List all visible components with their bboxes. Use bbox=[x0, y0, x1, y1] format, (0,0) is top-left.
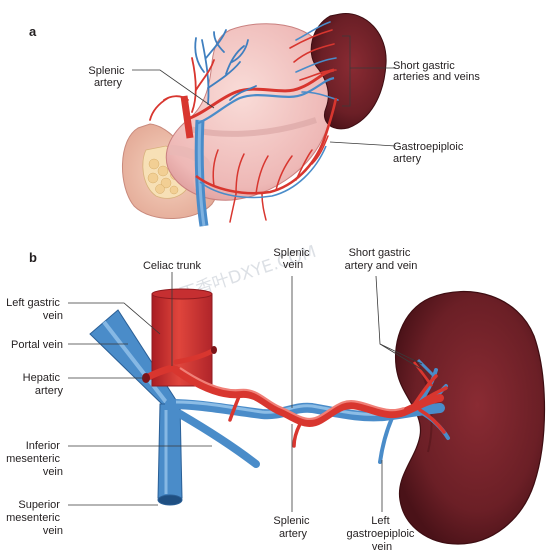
aorta-top bbox=[151, 288, 213, 300]
label-splenic-artery-a: Splenic artery bbox=[88, 65, 127, 89]
panel-b-letter: b bbox=[29, 250, 37, 265]
splenic-artery-b-highlight bbox=[179, 367, 405, 421]
label-left-gastroepiploic-vein: Left gastroepiploic vein bbox=[347, 515, 418, 553]
label-inferior-mesenteric-vein: Inferior mesenteric vein bbox=[6, 440, 63, 478]
leader-left-gastric-vein bbox=[68, 302, 161, 335]
gastroepiploic-artery-a bbox=[195, 97, 338, 195]
splenic-vein-a bbox=[195, 76, 335, 126]
spleen-b bbox=[394, 290, 546, 545]
panel-a: a bbox=[29, 13, 480, 227]
panel-b: b 丁香叶DXYE.COM bbox=[6, 242, 546, 553]
label-superior-mesenteric-vein: Superior mesenteric vein bbox=[6, 499, 63, 537]
label-celiac-trunk: Celiac trunk bbox=[143, 260, 202, 272]
inferior-mesenteric-vein-b bbox=[176, 410, 260, 468]
gastric-arteries-a bbox=[149, 57, 215, 121]
leader-short-gastric-bracket bbox=[342, 35, 351, 107]
splenic-artery-a bbox=[189, 68, 335, 120]
hepatic-artery-lumen bbox=[142, 373, 150, 383]
gastroepiploic-branches-a bbox=[212, 135, 329, 223]
spleen-a bbox=[310, 13, 387, 130]
label-splenic-vein-b: Splenic vein bbox=[273, 247, 312, 271]
label-short-gastric-b: Short gastric artery and vein bbox=[345, 247, 418, 272]
gastroepiploic-vein-a bbox=[199, 145, 327, 199]
leader-short-gastric-b-2 bbox=[379, 343, 423, 365]
gastric-veins-a bbox=[194, 29, 257, 105]
splenic-artery-branches-b bbox=[228, 374, 448, 448]
label-splenic-artery-b: Splenic artery bbox=[273, 515, 312, 540]
panel-a-letter: a bbox=[29, 24, 37, 39]
short-gastric-vessels-a bbox=[289, 21, 339, 101]
leader-gastroepiploic-a bbox=[329, 141, 397, 147]
label-short-gastric-a: Short gastric arteries and veins bbox=[393, 60, 480, 83]
leader-splenic-artery-a bbox=[132, 69, 215, 109]
label-portal-vein: Portal vein bbox=[11, 339, 63, 351]
superior-mesenteric-vein-b bbox=[157, 403, 183, 499]
left-gastric-artery-lumen bbox=[211, 346, 217, 354]
portal-vein-b-highlight bbox=[102, 320, 168, 404]
superior-mesenteric-vein-lumen bbox=[157, 494, 183, 506]
short-gastric-artery-b bbox=[412, 361, 434, 387]
label-hepatic-artery: Hepatic artery bbox=[23, 372, 64, 397]
celiac-artery-a bbox=[180, 95, 194, 139]
label-left-gastric-vein: Left gastric vein bbox=[6, 297, 63, 322]
label-gastroepiploic-a: Gastroepiploic artery bbox=[393, 141, 466, 165]
